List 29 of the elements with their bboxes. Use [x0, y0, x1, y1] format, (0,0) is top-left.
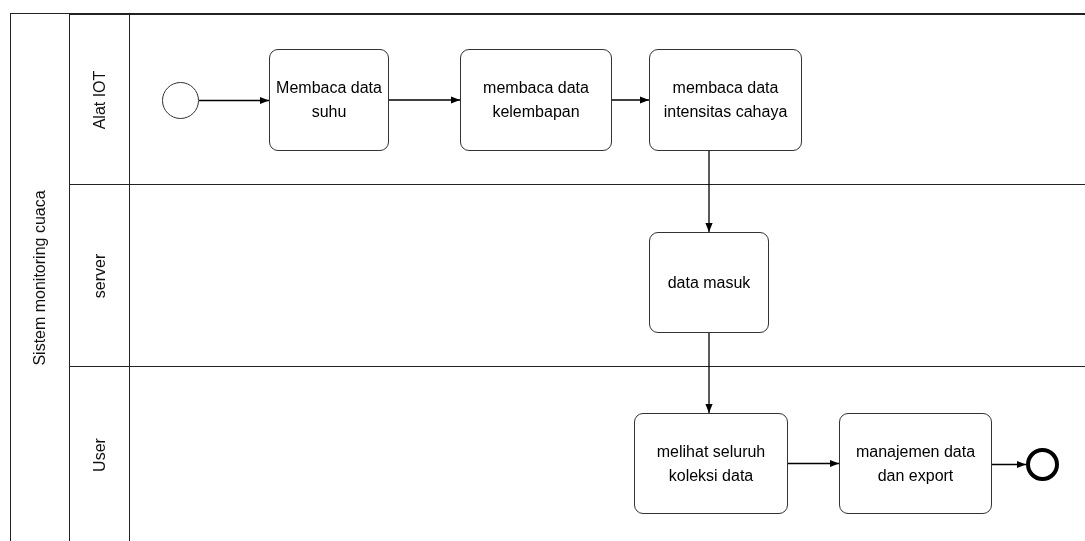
swimlane: [69, 184, 1085, 366]
end-event-circle: [1026, 448, 1059, 481]
task-box: [269, 49, 389, 151]
pool: [10, 13, 1085, 541]
lane-title: server: [91, 253, 109, 298]
arrow: [787, 459, 840, 468]
task-box: [460, 49, 612, 151]
task-label: membaca data intensitas cahaya: [662, 78, 789, 122]
swimlane: [69, 366, 1085, 541]
arrow: [611, 96, 650, 104]
arrow: [388, 96, 461, 104]
task-label: manajemen data dan export: [854, 441, 977, 486]
task-box: [649, 49, 802, 151]
arrow: [198, 96, 270, 105]
task-label: Membaca data suhu: [275, 78, 383, 122]
arrow: [705, 332, 713, 414]
lane-title: Alat IOT: [91, 70, 109, 129]
task-label: melihat seluruh koleksi data: [655, 441, 767, 486]
task-label: data masuk: [667, 272, 751, 293]
pool-title: Sistem monitoring cuaca: [31, 189, 49, 366]
lane-title: User: [91, 438, 109, 472]
task-label: membaca data kelembapan: [482, 78, 590, 122]
start-event-circle: [162, 82, 199, 119]
task-box: [839, 413, 992, 514]
swimlane: [69, 14, 1085, 184]
task-box: [649, 232, 769, 333]
arrow: [705, 150, 713, 233]
arrow: [991, 460, 1027, 469]
task-box: [634, 413, 788, 514]
